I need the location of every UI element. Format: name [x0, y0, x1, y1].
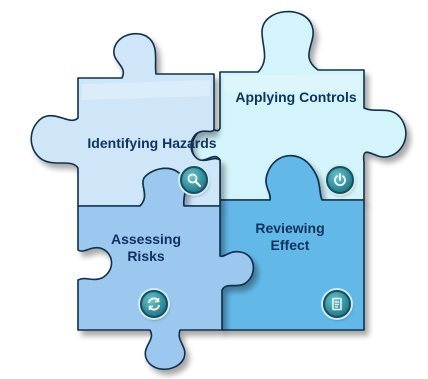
- highlight-sheen: [82, 80, 210, 100]
- label-assessing-risks: Assessing Risks: [96, 231, 196, 265]
- label-reviewing-effect: Reviewing Effect: [240, 220, 340, 254]
- label-line: Identifying Hazards: [87, 135, 217, 151]
- magnifier-icon[interactable]: [180, 166, 208, 194]
- label-line: Effect: [270, 237, 310, 253]
- label-applying-controls: Applying Controls: [226, 89, 366, 106]
- label-identifying-hazards: Identifying Hazards: [72, 135, 232, 152]
- document-icon[interactable]: [323, 290, 351, 318]
- magnifier-glyph: [187, 173, 201, 187]
- label-line: Assessing: [110, 231, 182, 247]
- label-line: Risks: [127, 248, 165, 264]
- refresh-icon[interactable]: [140, 290, 168, 318]
- highlight-sheen: [224, 74, 360, 92]
- document-glyph: [332, 297, 342, 311]
- label-line: Reviewing: [255, 220, 325, 236]
- power-glyph: [334, 173, 346, 187]
- refresh-glyph: [148, 297, 160, 311]
- power-icon[interactable]: [326, 166, 354, 194]
- label-line: Applying Controls: [235, 89, 357, 105]
